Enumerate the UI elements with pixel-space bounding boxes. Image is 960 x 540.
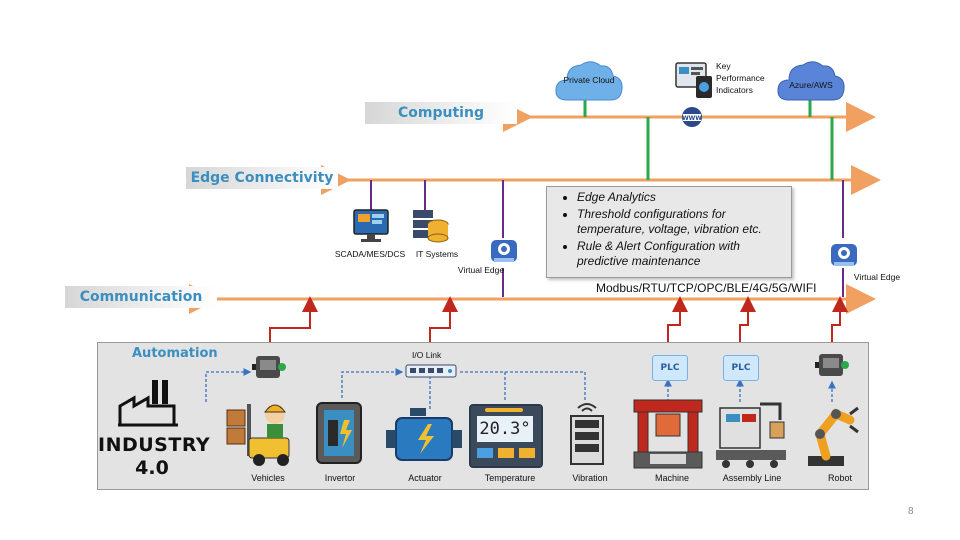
device-label-robot: Robot bbox=[827, 473, 853, 483]
device-label-assembly-line: Assembly Line bbox=[722, 473, 782, 483]
layer-label-computing: Computing bbox=[365, 102, 517, 124]
factory-icon bbox=[118, 380, 178, 427]
private-cloud-label: Private Cloud bbox=[563, 75, 615, 85]
scada-label: SCADA/MES/DCS bbox=[334, 249, 406, 259]
device-label-vibration: Vibration bbox=[572, 473, 608, 483]
temperature-display-icon: 20.3° bbox=[469, 404, 543, 468]
virtual-edge-label-1: Virtual Edge bbox=[457, 265, 505, 275]
www-globe-icon: WWW bbox=[682, 107, 702, 127]
device-label-machine: Machine bbox=[654, 473, 690, 483]
actuator-engine-icon bbox=[386, 408, 462, 461]
io-link-label: I/O Link bbox=[412, 350, 442, 360]
virtual-edge-label-2: Virtual Edge bbox=[853, 272, 901, 282]
it-systems-icon bbox=[413, 210, 449, 243]
plc-icon-assembly: PLC bbox=[723, 355, 759, 381]
temperature-value: 20.3° bbox=[477, 416, 533, 442]
plc-icon-machine: PLC bbox=[652, 355, 688, 381]
automation-label: Automation bbox=[132, 346, 218, 361]
edge-analytics-callout: Edge Analytics Threshold configurations … bbox=[546, 186, 792, 278]
device-label-temperature: Temperature bbox=[484, 473, 536, 483]
gateway-icon-vehicles bbox=[252, 356, 286, 378]
gateway-icon-robot bbox=[815, 354, 849, 376]
device-label-actuator: Actuator bbox=[408, 473, 442, 483]
svg-text:WWW: WWW bbox=[682, 115, 702, 122]
azure-aws-cloud-icon bbox=[777, 61, 845, 101]
layer-label-edge-connectivity: Edge Connectivity bbox=[186, 167, 338, 189]
analytics-list: Edge Analytics Threshold configurations … bbox=[547, 190, 791, 270]
vibration-sensor-icon bbox=[570, 403, 604, 465]
io-link-switch-icon bbox=[405, 364, 457, 378]
analytics-item: Threshold configurations for temperature… bbox=[577, 207, 791, 238]
machine-press-icon bbox=[633, 399, 703, 469]
virtual-edge-icon-1 bbox=[491, 240, 517, 262]
industry-line2: 4.0 bbox=[135, 457, 169, 479]
virtual-edge-icon-2 bbox=[831, 244, 857, 266]
private-cloud-icon bbox=[555, 61, 623, 101]
protocols-label: Modbus/RTU/TCP/OPC/BLE/4G/5G/WIFI bbox=[596, 281, 817, 295]
page-number: 8 bbox=[908, 506, 914, 517]
industry-line1: INDUSTRY bbox=[98, 434, 211, 456]
kpi-label: Key Performance Indicators bbox=[716, 61, 765, 95]
device-label-invertor: Invertor bbox=[324, 473, 356, 483]
layer-label-communication: Communication bbox=[65, 286, 217, 308]
scada-monitor-icon bbox=[353, 209, 389, 242]
plc-label: PLC bbox=[660, 363, 680, 373]
device-label-vehicles: Vehicles bbox=[251, 473, 285, 483]
analytics-item: Rule & Alert Configuration with predicti… bbox=[577, 239, 791, 270]
kpi-dashboard-icon bbox=[675, 62, 712, 98]
forklift-worker-icon bbox=[226, 404, 290, 466]
plc-label: PLC bbox=[731, 363, 751, 373]
azure-aws-label: Azure/AWS bbox=[789, 80, 833, 90]
inverter-battery-icon bbox=[316, 402, 362, 464]
it-systems-label: IT Systems bbox=[415, 249, 459, 259]
assembly-line-icon bbox=[716, 402, 786, 468]
analytics-item: Edge Analytics bbox=[577, 190, 791, 206]
robot-arm-icon bbox=[808, 406, 859, 466]
